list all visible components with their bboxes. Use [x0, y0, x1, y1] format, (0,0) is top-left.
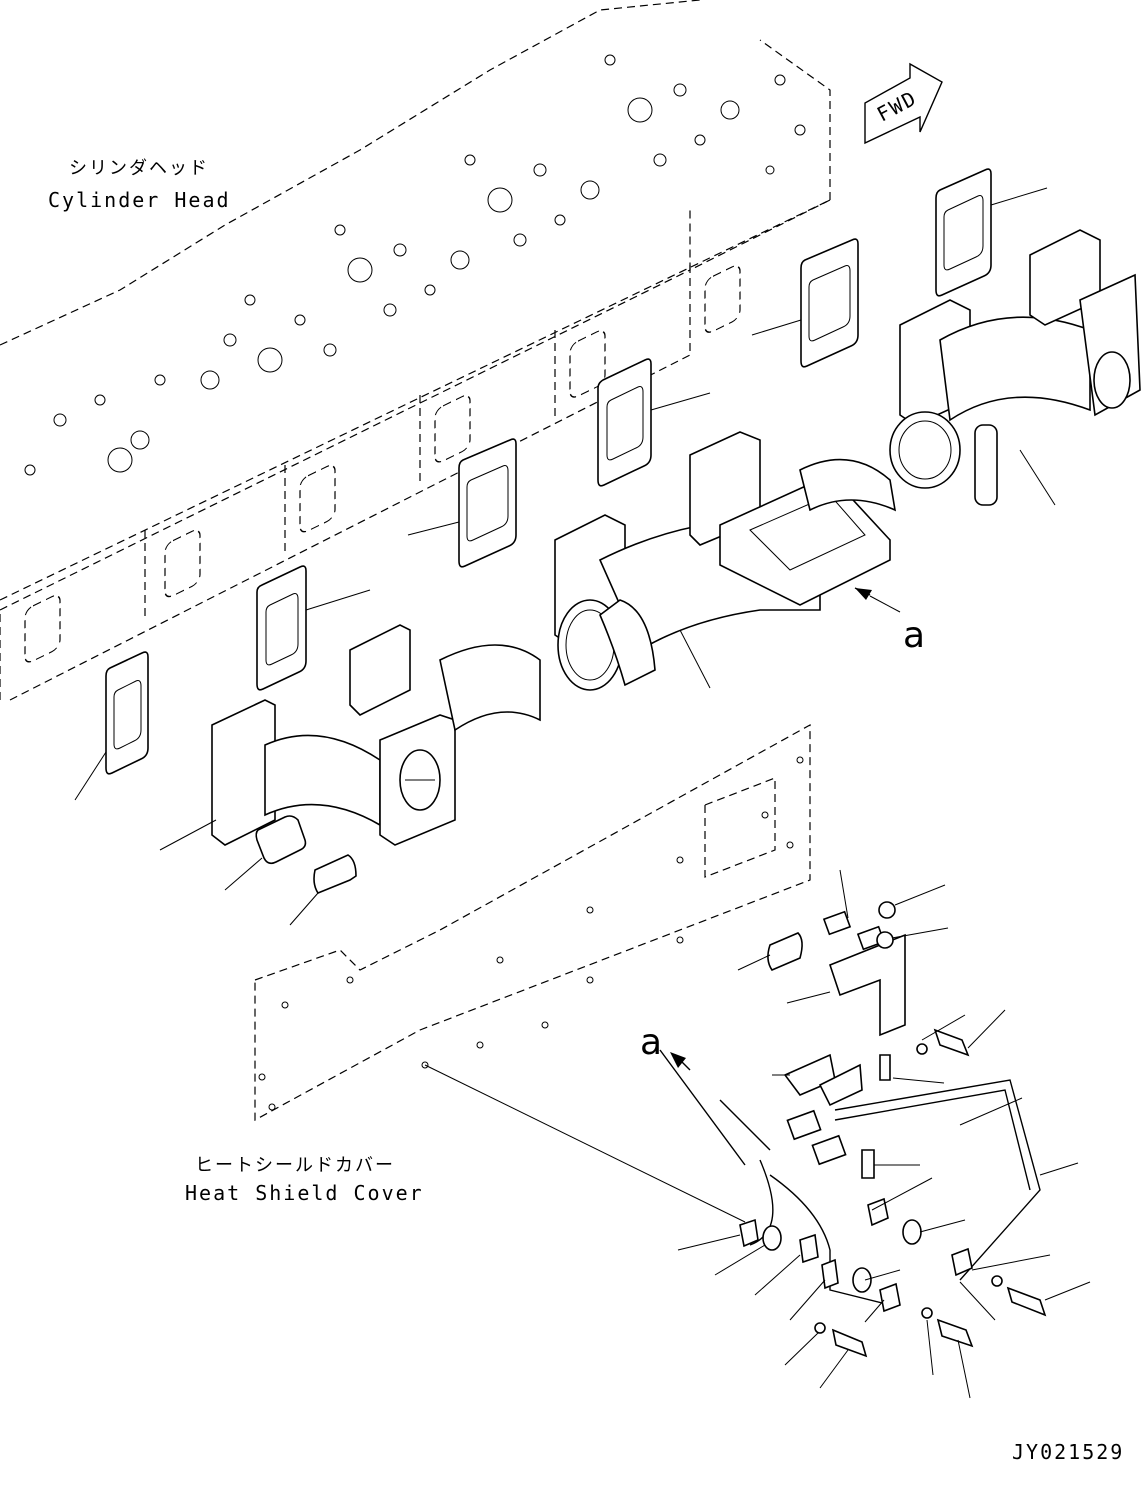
- fwd-arrow: [864, 62, 943, 145]
- cylinder-head-block: [0, 0, 831, 701]
- sensor-harness: [659, 869, 1091, 1399]
- gasket-1: [74, 651, 149, 801]
- gasket-6: [935, 168, 1048, 297]
- gasket-3: [407, 438, 517, 568]
- heat-shield-label-jp: ヒートシールドカバー: [195, 1155, 395, 1176]
- gasket-4: [597, 358, 711, 487]
- heat-shield-cover: [254, 723, 811, 1223]
- ref-label-a-upper: a: [903, 615, 926, 656]
- cylinder-head-label-en: Cylinder Head: [48, 188, 231, 212]
- manifold-front: [159, 624, 541, 926]
- drawing-number: JY021529: [1012, 1440, 1125, 1464]
- ref-label-a-lower: a: [640, 1022, 663, 1063]
- manifold-center: [554, 431, 901, 691]
- gaskets: [74, 168, 1048, 801]
- gasket-2: [256, 565, 371, 691]
- cylinder-head-label-jp: シリンダヘッド: [69, 158, 209, 179]
- manifold-rear: [889, 229, 1141, 506]
- gasket-5: [751, 238, 859, 368]
- heat-shield-label-en: Heat Shield Cover: [185, 1181, 424, 1205]
